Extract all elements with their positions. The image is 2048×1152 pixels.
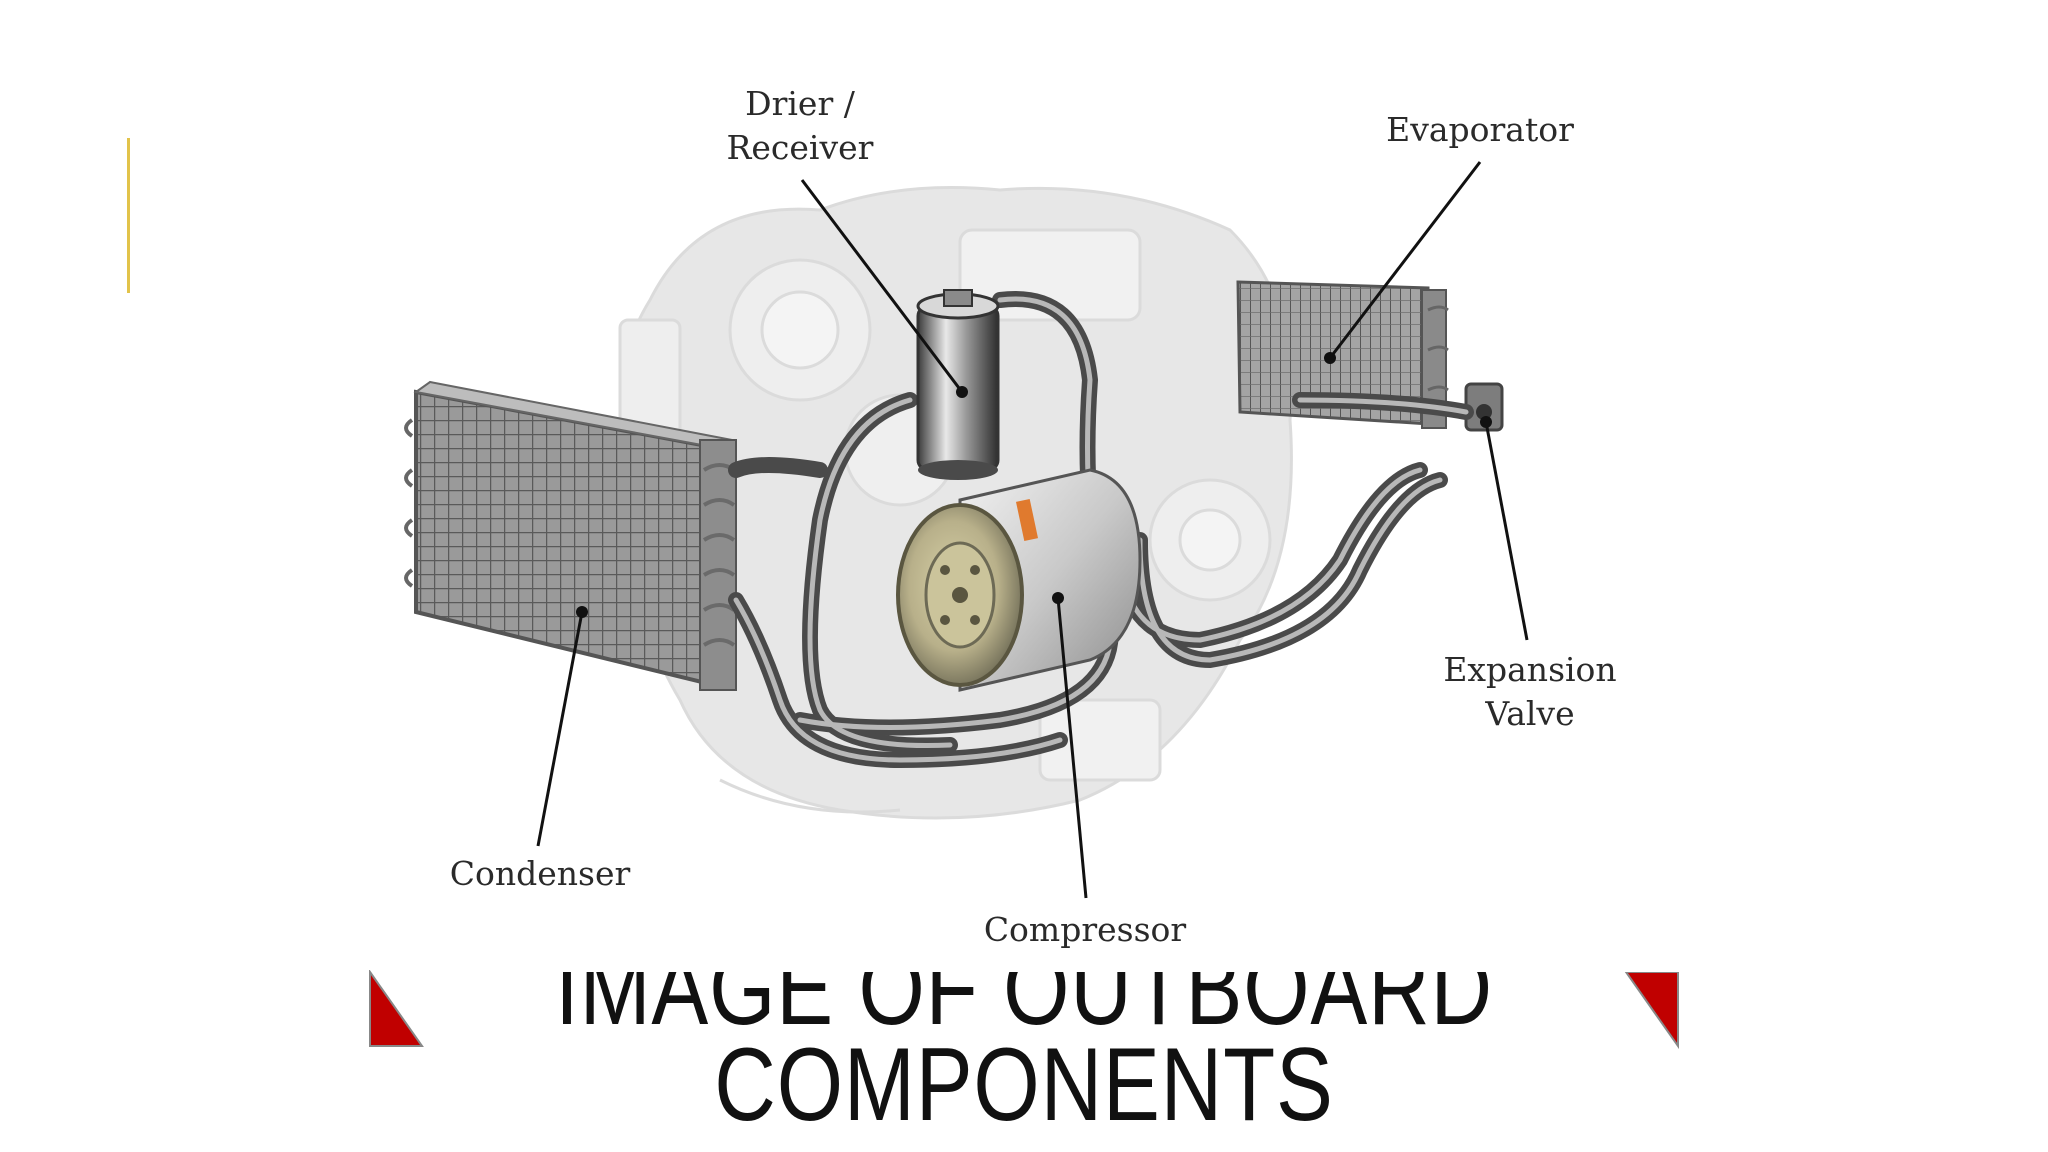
condenser-component [404,380,737,691]
ac-system-diagram: Drier / Receiver Evaporator Condenser Co… [404,84,1617,949]
accent-bar [127,138,130,293]
left-red-triangle [369,970,424,1047]
compressor-component [896,468,1142,692]
right-red-triangle [1624,971,1679,1050]
diagram-artwork [404,161,1529,899]
leader-lines [536,161,1529,899]
label-evaporator: Evaporator [1386,110,1574,149]
leader-dots [576,352,1492,618]
label-expansion-valve: Expansion Valve [1443,650,1617,733]
label-compressor: Compressor [983,910,1187,949]
label-drier-receiver: Drier / Receiver [726,84,874,167]
title-line-2: COMPONENTS [714,1027,1334,1143]
label-condenser: Condenser [449,854,631,893]
